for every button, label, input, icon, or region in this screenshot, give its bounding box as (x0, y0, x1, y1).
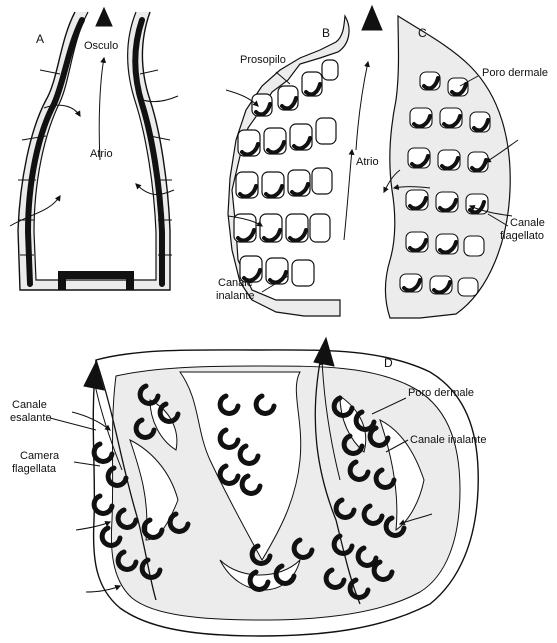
label-canale-inalante-b-line1: Canale (218, 277, 253, 289)
label-camera-flagellata-line1: Camera (20, 450, 59, 462)
label-canale-inalante-d: Canale inalante (410, 434, 486, 446)
panel-letter-c: C (418, 26, 427, 40)
panel-letter-d: D (384, 356, 393, 370)
panel-letter-b: B (322, 26, 330, 40)
label-canale-flagellato-line2: flagellato (500, 230, 544, 242)
label-canale-esalante-line1: Canale (12, 399, 47, 411)
label-poro-dermale-c: Poro dermale (482, 67, 548, 79)
panel-b-chambers (234, 60, 338, 286)
panel-letter-a: A (36, 32, 44, 46)
panel-c-canal-wall (384, 16, 518, 318)
canale-esalante-leader (50, 418, 96, 430)
label-camera-flagellata-line2: flagellata (12, 463, 56, 475)
label-canale-inalante-b-line2: inalante (216, 290, 255, 302)
label-osculo: Osculo (84, 40, 118, 52)
label-atrio-b: Atrio (356, 156, 379, 168)
label-canale-flagellato-line1: Canale (510, 217, 545, 229)
label-atrio-a: Atrio (90, 148, 113, 160)
label-poro-dermale-d: Poro dermale (408, 387, 474, 399)
panel-d-leuconoid (50, 338, 478, 636)
label-prosopilo: Prosopilo (240, 54, 286, 66)
panel-b-osculum-arrowhead (362, 6, 382, 30)
label-canale-esalante-line2: esalante (10, 412, 52, 424)
